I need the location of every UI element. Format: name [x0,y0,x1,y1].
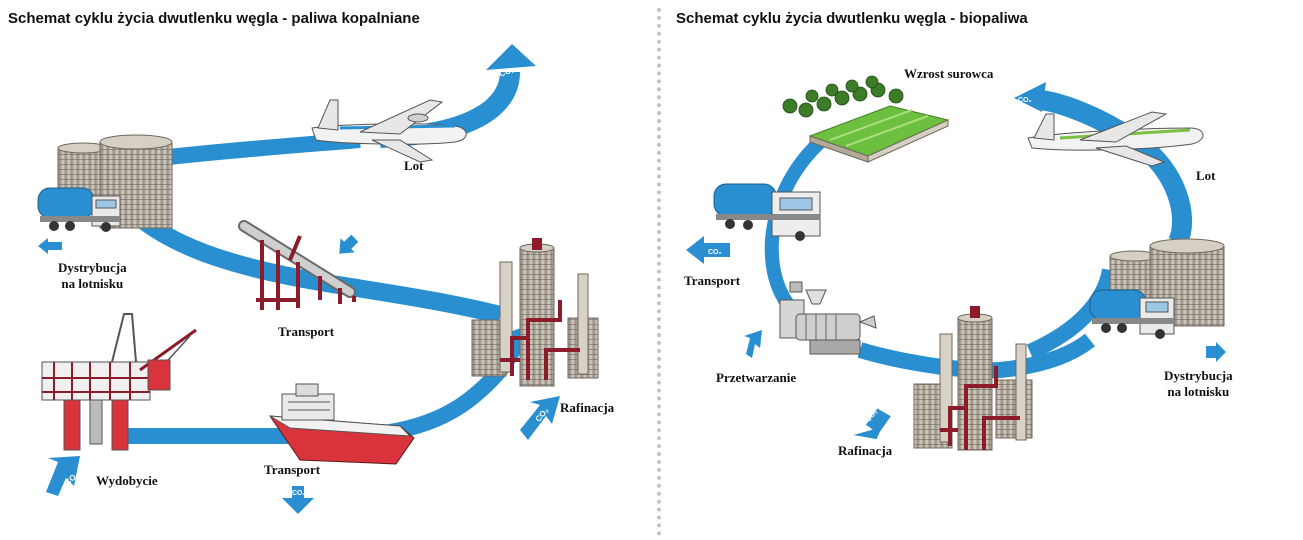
tanker-ship [269,383,415,465]
refinery-right [913,306,1033,451]
label-extraction: Wydobycie [96,473,158,488]
co2-arrow-pipeline [339,234,359,254]
co2-arrow-refinery-left: CO₂ [520,396,560,440]
right-panel-title: Schemat cyklu życia dwutlenku węgla - bi… [676,10,1028,27]
label-distribution-left: Dystrybucja na lotnisku [58,260,127,292]
co2-arrow-refinery-right: CO₂ [853,408,891,440]
airplane-left [311,99,467,163]
co2-arrow-top-right: CO₂ [1014,82,1046,112]
label-distribution-left-line1: Dystrybucja [58,260,127,275]
fuel-truck-transport [713,183,821,241]
label-ship-transport: Transport [264,462,321,477]
pipeline [238,220,356,310]
refinery-left [471,238,599,387]
label-distribution-right-line1: Dystrybucja [1164,368,1233,383]
svg-text:CO₂: CO₂ [292,490,306,497]
co2-arrow-distribution-left [38,238,62,254]
co2-arrow-distribution-right [1206,342,1226,362]
co2-arrow-transport-right: CO₂ [686,236,730,264]
label-flight-left: Lot [404,158,424,173]
label-distribution-right-line2: na lotnisku [1167,384,1230,399]
label-refining-left: Rafinacja [560,400,615,415]
label-distribution-right: Dystrybucja na lotnisku [1164,368,1233,400]
label-processing: Przetwarzanie [716,370,797,385]
airplane-right [1027,111,1204,167]
label-pipeline-transport: Transport [278,324,335,339]
left-panel-title: Schemat cyklu życia dwutlenku węgla - pa… [8,10,420,27]
fuel-truck-right [1089,289,1175,339]
co2-arrow-processing [744,330,762,358]
svg-text:CO₂: CO₂ [1018,97,1032,104]
svg-text:CO₂: CO₂ [708,249,722,256]
fuel-truck-left [37,187,121,232]
oil-press [779,281,877,355]
feedstock-field [808,105,950,163]
label-refining-right: Rafinacja [838,443,893,458]
label-distribution-left-line2: na lotnisku [61,276,124,291]
co2-arrow-ship: CO₂ [282,486,314,514]
trees [782,75,904,118]
oil-platform [41,313,197,451]
label-flight-right: Lot [1196,168,1216,183]
label-transport-right: Transport [684,273,741,288]
panel-divider [657,8,661,536]
co2-arrow-top-left: CO₂ [486,44,536,79]
label-feedstock-growth: Wzrost surowca [904,66,994,81]
co2-arrow-extraction: CO₂ [46,456,81,496]
